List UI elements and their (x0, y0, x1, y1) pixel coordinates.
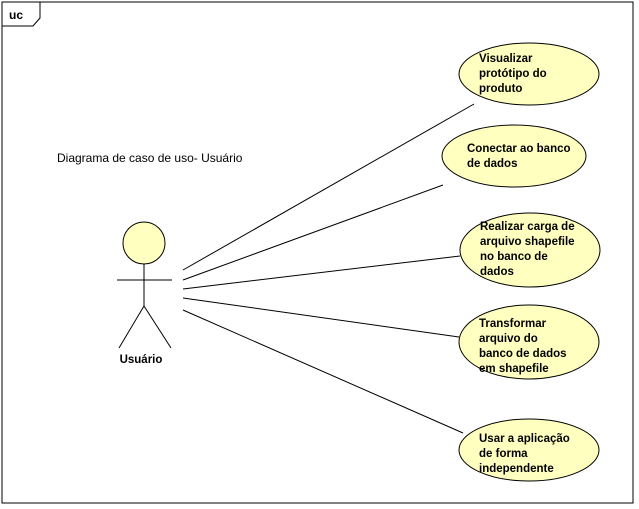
actor-right-leg (143, 305, 172, 349)
association-uc3[interactable] (182, 255, 461, 290)
actor-usuario[interactable]: Usuário (117, 221, 172, 366)
use-case-uc4[interactable]: Transformar arquivo do banco de dados em… (458, 304, 600, 380)
association-uc5[interactable] (182, 309, 464, 434)
use-case-ellipse (458, 418, 600, 482)
use-case-uc5[interactable]: Usar a aplicação de forma independente (458, 418, 600, 482)
use-case-label-line: em shapefile (479, 363, 549, 375)
use-case-label-line: Transformar (479, 318, 547, 330)
use-case-uc1[interactable]: Visualizar protótipo do produto (458, 42, 600, 106)
use-case-label-line: Conectar ao banco (467, 143, 571, 155)
use-case-label-line: protótipo do (479, 68, 547, 80)
actor-name: Usuário (120, 354, 163, 366)
use-case-ellipse (459, 212, 601, 288)
use-case-label-line: de dados (467, 158, 517, 170)
use-case-ellipse (441, 124, 587, 188)
use-case-label-line: banco de dados (479, 348, 567, 360)
use-case-label-line: de forma (479, 448, 528, 460)
use-case-label-line: arquivo do (479, 333, 538, 345)
use-case-ellipse (458, 42, 600, 106)
use-case-label-line: independente (479, 463, 554, 475)
association-uc1[interactable] (182, 103, 475, 271)
association-uc4[interactable] (182, 297, 460, 338)
use-case-uc3[interactable]: Realizar carga de arquivo shapefile no b… (459, 212, 601, 288)
use-case-label-line: arquivo shapefile (480, 236, 575, 248)
use-case-label-line: produto (479, 83, 522, 95)
frame-tag-box (1, 1, 41, 27)
frame-tag: uc (9, 8, 23, 22)
use-case-uc2[interactable]: Conectar ao banco de dados (441, 124, 587, 188)
association-uc2[interactable] (182, 184, 444, 281)
use-case-label-line: Usar a aplicação (479, 433, 570, 445)
use-case-label-line: Realizar carga de (480, 221, 575, 233)
actor-head (122, 221, 166, 265)
associations (182, 103, 475, 434)
diagram-title: Diagrama de caso de uso- Usuário (57, 151, 243, 165)
use-cases: Visualizar protótipo do produto Conectar… (441, 42, 601, 482)
use-case-ellipse (458, 304, 600, 380)
actor-left-leg (118, 305, 145, 349)
use-case-label-line: no banco de (480, 251, 548, 263)
use-case-label-line: Visualizar (479, 53, 533, 65)
use-case-label-line: dados (480, 266, 514, 278)
